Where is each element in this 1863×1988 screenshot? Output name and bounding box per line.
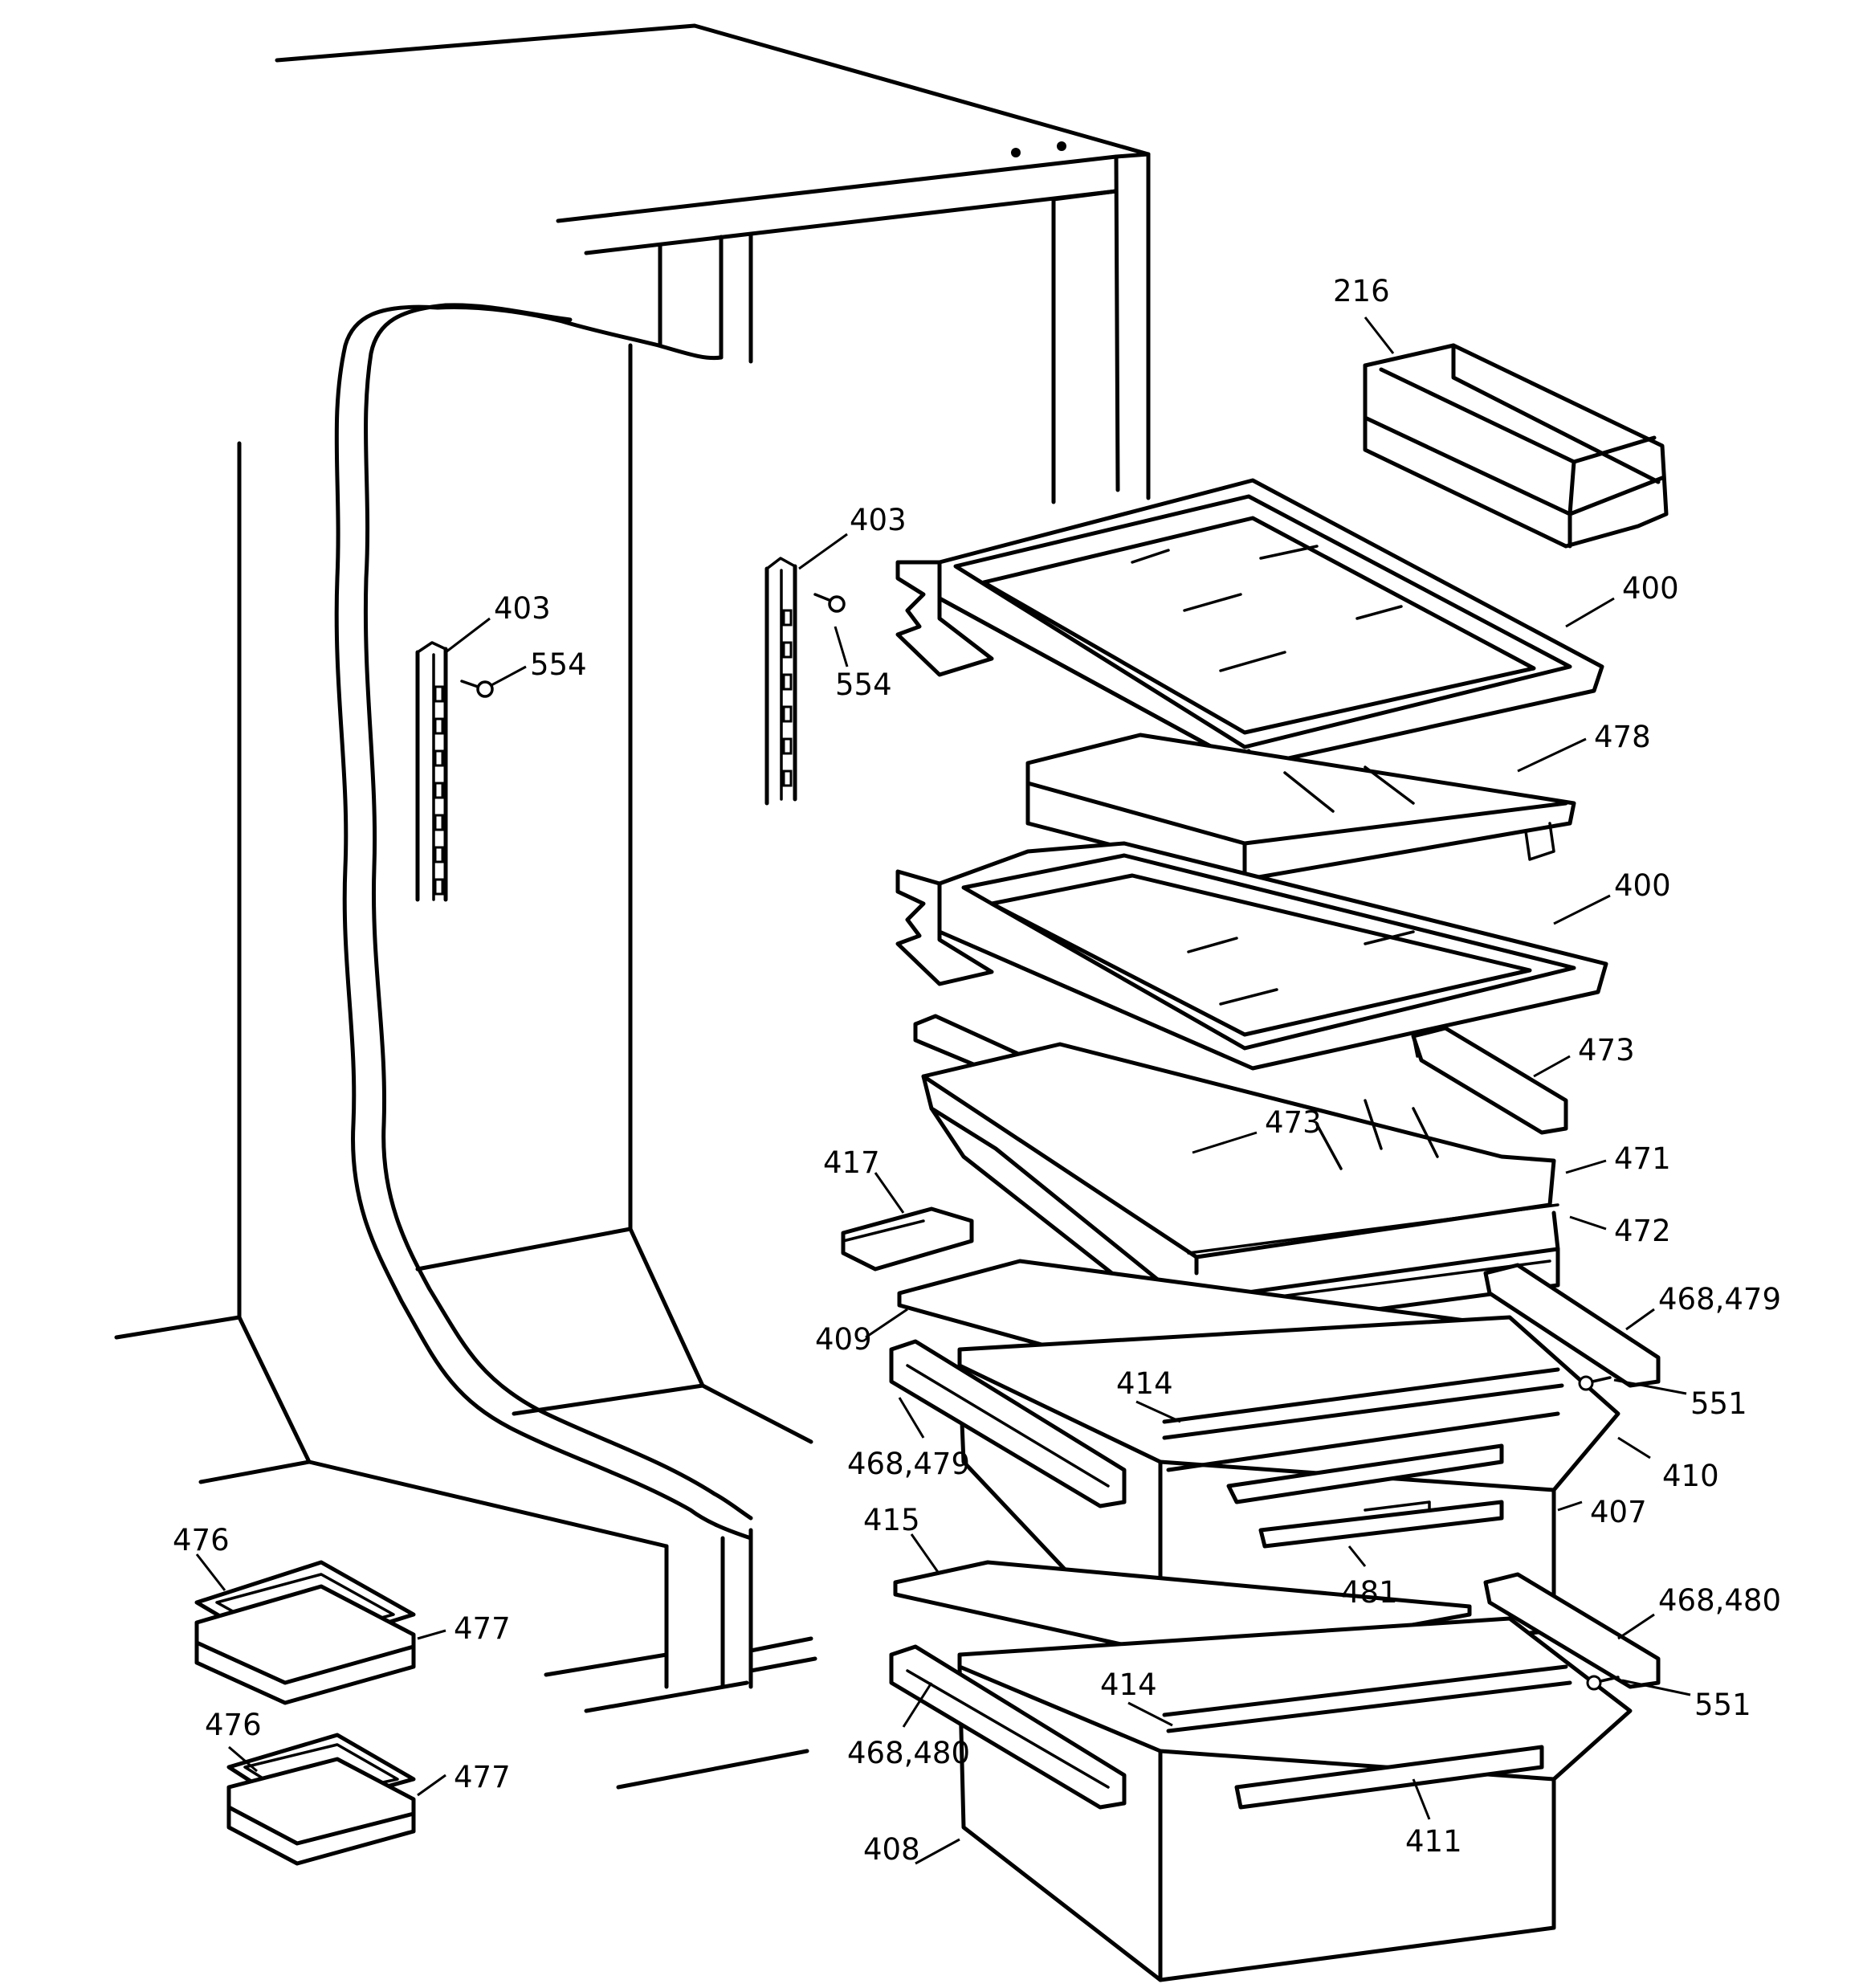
shelf-support-403-right — [764, 557, 797, 806]
label-551-upper: 551 — [1690, 1386, 1747, 1421]
shelf-support-403-left — [415, 641, 448, 902]
label-471: 471 — [1614, 1141, 1671, 1176]
screw-554-right — [813, 593, 846, 613]
label-408: 408 — [863, 1832, 920, 1867]
label-414-upper: 414 — [1116, 1366, 1173, 1401]
label-468-479-right: 468,479 — [1658, 1282, 1781, 1316]
label-477-upper: 477 — [454, 1611, 511, 1646]
drawer-407 — [889, 1263, 1661, 1673]
label-477-lower: 477 — [454, 1760, 511, 1794]
label-468-479-left: 468,479 — [847, 1447, 970, 1481]
label-400-top: 400 — [1622, 571, 1679, 606]
drawer-408 — [889, 1572, 1661, 1982]
glass-shelf-400-middle — [895, 841, 1608, 1071]
label-415: 415 — [863, 1503, 920, 1537]
refrigerator-cabinet — [114, 23, 1151, 1790]
leader-lines — [195, 316, 1691, 1865]
label-478: 478 — [1594, 720, 1651, 754]
label-417: 417 — [823, 1145, 880, 1180]
label-551-lower: 551 — [1694, 1688, 1751, 1722]
label-400-middle: 400 — [1614, 868, 1671, 903]
label-403-left: 403 — [494, 591, 551, 626]
label-481: 481 — [1341, 1575, 1398, 1610]
label-468-480-left: 468,480 — [847, 1736, 970, 1770]
label-473-left: 473 — [1265, 1105, 1322, 1140]
label-473-right: 473 — [1578, 1033, 1635, 1067]
label-414-lower: 414 — [1100, 1668, 1157, 1702]
label-410: 410 — [1662, 1459, 1719, 1493]
glass-shelf-400-top — [895, 478, 1604, 769]
dairy-compartment-476-477-lower — [226, 1733, 416, 1866]
label-216: 216 — [1333, 274, 1390, 308]
label-403-right: 403 — [850, 503, 907, 537]
part-labels: 216 400 403 403 554 554 478 400 473 473 … — [173, 274, 1781, 1867]
screw-551-lower — [1586, 1675, 1620, 1691]
screw-551-upper — [1578, 1375, 1612, 1391]
door-bin-216 — [1363, 343, 1669, 549]
label-476-lower: 476 — [205, 1708, 262, 1742]
dairy-compartment-476-477-upper — [194, 1560, 416, 1705]
label-407: 407 — [1590, 1495, 1647, 1529]
label-472: 472 — [1614, 1214, 1671, 1248]
label-411: 411 — [1405, 1824, 1462, 1859]
label-409: 409 — [815, 1322, 872, 1357]
label-468-480-right: 468,480 — [1658, 1583, 1781, 1618]
crisper-473-471-472 — [841, 1014, 1568, 1336]
label-476-upper: 476 — [173, 1523, 230, 1557]
screw-554-left — [460, 680, 494, 698]
label-554-left: 554 — [530, 647, 587, 682]
label-554-right: 554 — [835, 667, 892, 702]
